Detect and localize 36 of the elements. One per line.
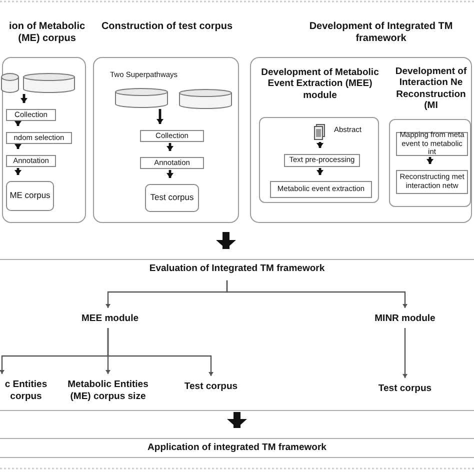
block-arrow [227,412,247,428]
module-label: Test corpus [178,381,244,395]
arrow [166,170,174,178]
database-cylinder [115,88,168,108]
arrow [316,168,324,175]
arrow [226,280,408,308]
arrow [14,121,22,126]
band-title: Application of integrated TM framework [146,442,328,454]
arrow [14,144,22,149]
panel-heading: ion of Metabolic (ME) corpus [8,21,86,45]
arrow [426,157,434,164]
panel-heading: Development of Integrated TM framework [308,21,454,45]
block-arrow [216,232,236,249]
output-box: ME corpus [6,181,54,211]
arrow [156,109,164,124]
module-label: MEE module [72,313,148,327]
arrow [20,94,28,103]
stage-band [0,259,474,411]
arrow [14,168,22,175]
arrow [166,143,174,151]
module-label: Test corpus [372,383,438,397]
database-cylinder [1,73,19,93]
panel-heading: Construction of test corpus [100,21,234,33]
band-title: Evaluation of Integrated TM framework [148,263,326,274]
module-label: c Entities corpus [0,379,52,405]
stage-band [0,438,474,458]
panel-heading: Development of Interaction Ne Reconstruction (MI [394,66,468,112]
arrow [107,328,214,376]
arrow [402,328,408,378]
output-box: Test corpus [145,184,199,212]
module-label: MINR module [368,313,442,327]
panel-heading: Development of Metabolic Event Extraction (MEE) module [260,67,380,102]
module-label: Metabolic Entities (ME) corpus size [58,379,158,405]
database-cylinder [23,73,75,93]
database-cylinder [179,89,232,109]
arrow [316,142,324,148]
